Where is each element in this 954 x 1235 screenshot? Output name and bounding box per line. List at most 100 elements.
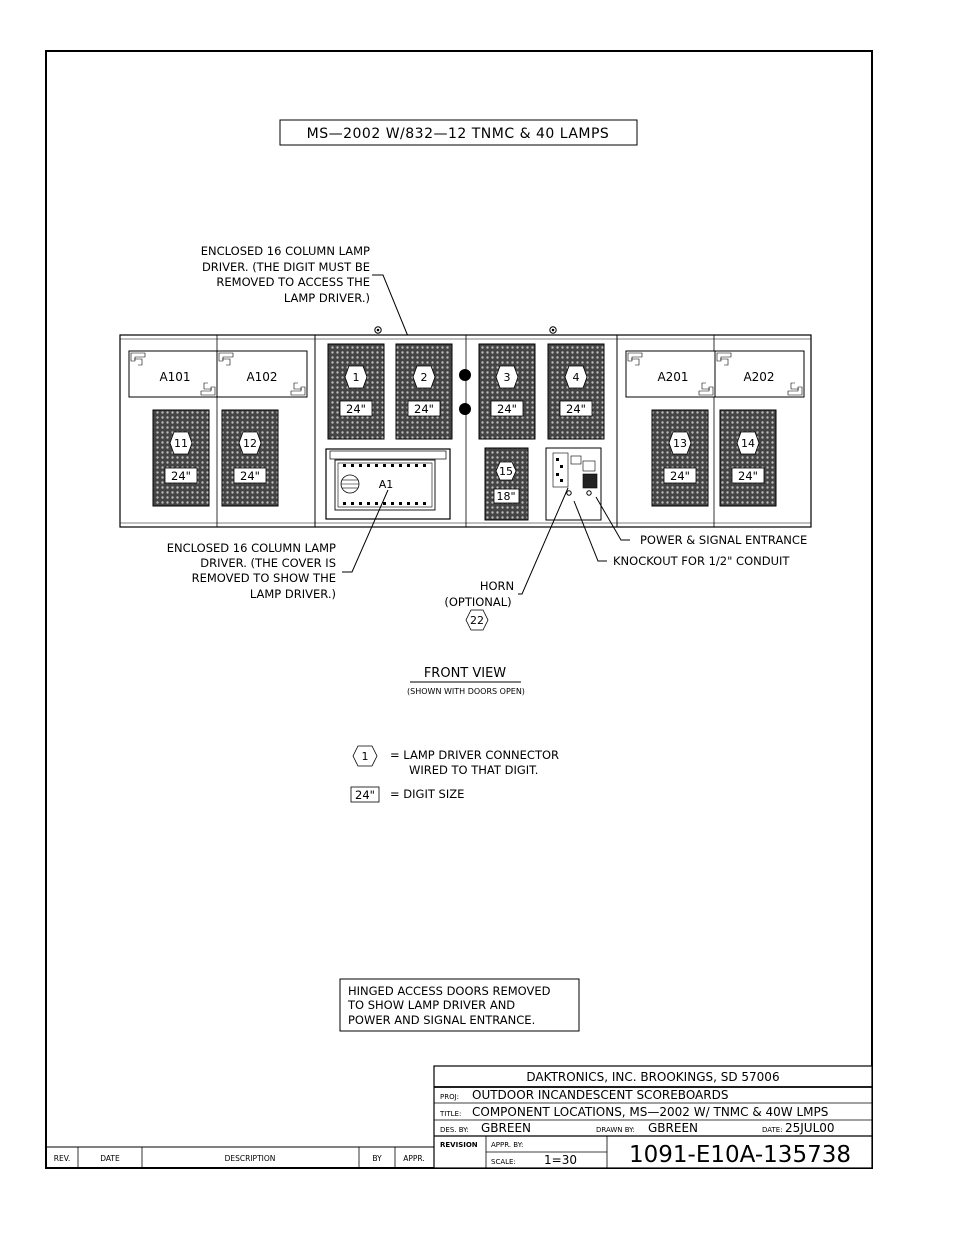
tb-title-label: TITLE:	[439, 1110, 461, 1118]
digit-14-size: 24"	[738, 469, 758, 483]
legend-size-text: = DIGIT SIZE	[390, 787, 464, 801]
note-box	[339, 978, 580, 1032]
callout-bottom-driver: ENCLOSED 16 COLUMN LAMP DRIVER. (THE COV…	[167, 541, 336, 601]
digit-12-size: 24"	[240, 469, 260, 483]
note-line-2: TO SHOW LAMP DRIVER AND	[347, 998, 515, 1012]
callout-top-line-3: REMOVED TO ACCESS THE	[216, 275, 370, 289]
callout-knockout-leader	[573, 500, 607, 562]
lamp-driver-a1: A1	[325, 448, 451, 520]
tb-proj-label: PROJ:	[440, 1093, 459, 1101]
tb-title: COMPONENT LOCATIONS, MS—2002 W/ TNMC & 4…	[472, 1105, 828, 1119]
rev-col-appr: APPR.	[403, 1154, 425, 1163]
callout-bottom-line-3: REMOVED TO SHOW THE	[192, 571, 336, 585]
legend-connector-text-1: = LAMP DRIVER CONNECTOR	[390, 748, 559, 762]
panel-a102: A102	[216, 350, 308, 398]
digit-4-size: 24"	[566, 402, 586, 416]
legend-connector-text-2: WIRED TO THAT DIGIT.	[409, 763, 538, 777]
digit-2-size: 24"	[414, 402, 434, 416]
callout-top-line-4: LAMP DRIVER.)	[284, 291, 370, 305]
tb-des: GBREEN	[481, 1121, 531, 1135]
tb-revision-label: REVISION	[440, 1141, 478, 1149]
panel-a201: A201	[625, 350, 716, 398]
panel-a102-label: A102	[246, 370, 277, 384]
digit-1-size: 24"	[346, 402, 366, 416]
callout-horn-leader	[518, 487, 569, 595]
tb-date-label: DATE:	[762, 1126, 783, 1134]
title-block: DAKTRONICS, INC. BROOKINGS, SD 57006 PRO…	[433, 1065, 873, 1169]
digit-11: 11 24"	[152, 409, 210, 507]
horn-connector-number: 22	[470, 614, 484, 627]
panel-a1-label: A1	[379, 478, 394, 491]
digit-3: 3 24"	[478, 343, 536, 440]
lifting-eye-left	[374, 326, 382, 334]
callout-top-line-1: ENCLOSED 16 COLUMN LAMP	[201, 244, 370, 258]
rev-col-description: DESCRIPTION	[225, 1154, 276, 1163]
note-line-3: POWER AND SIGNAL ENTRANCE.	[348, 1013, 535, 1027]
tb-date: 25JUL00	[785, 1121, 835, 1135]
digit-15: 15 18"	[484, 447, 529, 521]
tb-proj: OUTDOOR INCANDESCENT SCOREBOARDS	[472, 1088, 728, 1102]
legend-connector-symbol	[352, 745, 378, 767]
digit-14-number: 14	[741, 437, 755, 450]
digit-2-number: 2	[421, 371, 428, 384]
digit-3-number: 3	[504, 371, 511, 384]
tb-scale-label: SCALE:	[491, 1158, 516, 1166]
legend-size-symbol: 24"	[355, 788, 375, 802]
tb-company: DAKTRONICS, INC. BROOKINGS, SD 57006	[526, 1070, 779, 1084]
mounting-dot-bottom	[459, 403, 471, 415]
callout-bottom-line-1: ENCLOSED 16 COLUMN LAMP	[167, 541, 336, 555]
panel-a101: A101	[128, 350, 218, 398]
callout-horn-line-2: (OPTIONAL)	[444, 595, 511, 609]
callout-bottom-leader	[342, 489, 389, 573]
lifting-eye-right	[549, 326, 557, 334]
tb-drawn-label: DRAWN BY:	[596, 1126, 635, 1134]
panel-a202-label: A202	[743, 370, 774, 384]
digit-2: 2 24"	[395, 343, 453, 440]
digit-3-size: 24"	[497, 402, 517, 416]
digit-1: 1 24"	[327, 343, 385, 440]
panel-a101-label: A101	[159, 370, 190, 384]
rev-col-by: BY	[372, 1154, 382, 1163]
tb-drawing-number: 1091-E10A-135738	[629, 1142, 851, 1168]
callout-top-line-2: DRIVER. (THE DIGIT MUST BE	[202, 260, 370, 274]
callout-horn-line-1: HORN	[480, 579, 514, 593]
digit-13-size: 24"	[670, 469, 690, 483]
digit-12: 12 24"	[221, 409, 279, 507]
legend-size-symbol-box	[350, 786, 380, 803]
callout-power-leader	[595, 496, 630, 541]
panel-a202: A202	[714, 350, 805, 398]
panel-a201-label: A201	[657, 370, 688, 384]
digit-15-size: 18"	[496, 490, 515, 503]
digit-1-number: 1	[353, 371, 360, 384]
horn-connector-symbol	[465, 609, 489, 631]
power-signal-entrance	[545, 447, 602, 521]
header-title: MS—2002 W/832—12 TNMC & 40 LAMPS	[307, 126, 610, 142]
callout-bottom-line-2: DRIVER. (THE COVER IS	[200, 556, 336, 570]
callout-knockout: KNOCKOUT FOR 1/2" CONDUIT	[613, 554, 790, 568]
digit-15-number: 15	[499, 465, 513, 478]
note-line-1: HINGED ACCESS DOORS REMOVED	[348, 984, 551, 998]
revision-table: REV. DATE DESCRIPTION BY APPR.	[46, 1146, 434, 1168]
legend-connector-number: 1	[362, 750, 369, 763]
tb-drawn: GBREEN	[648, 1121, 698, 1135]
digit-12-number: 12	[243, 437, 257, 450]
digit-4: 4 24"	[547, 343, 605, 440]
mounting-dot-top	[459, 369, 471, 381]
digit-11-number: 11	[174, 437, 188, 450]
digit-4-number: 4	[573, 371, 580, 384]
rev-col-rev: REV.	[54, 1154, 71, 1163]
rev-col-date: DATE	[100, 1154, 120, 1163]
header-title-box	[279, 119, 638, 146]
tb-des-label: DES. BY:	[440, 1126, 469, 1134]
digit-13: 13 24"	[651, 409, 709, 507]
callout-power: POWER & SIGNAL ENTRANCE	[640, 533, 807, 547]
callout-top-driver: ENCLOSED 16 COLUMN LAMP DRIVER. (THE DIG…	[201, 244, 370, 305]
digit-13-number: 13	[673, 437, 687, 450]
view-label: FRONT VIEW	[424, 666, 506, 681]
tb-scale: 1=30	[544, 1153, 577, 1167]
view-sublabel: (SHOWN WITH DOORS OPEN)	[407, 687, 525, 696]
digit-14: 14 24"	[719, 409, 777, 507]
tb-appr-label: APPR. BY:	[491, 1141, 523, 1149]
digit-11-size: 24"	[171, 469, 191, 483]
